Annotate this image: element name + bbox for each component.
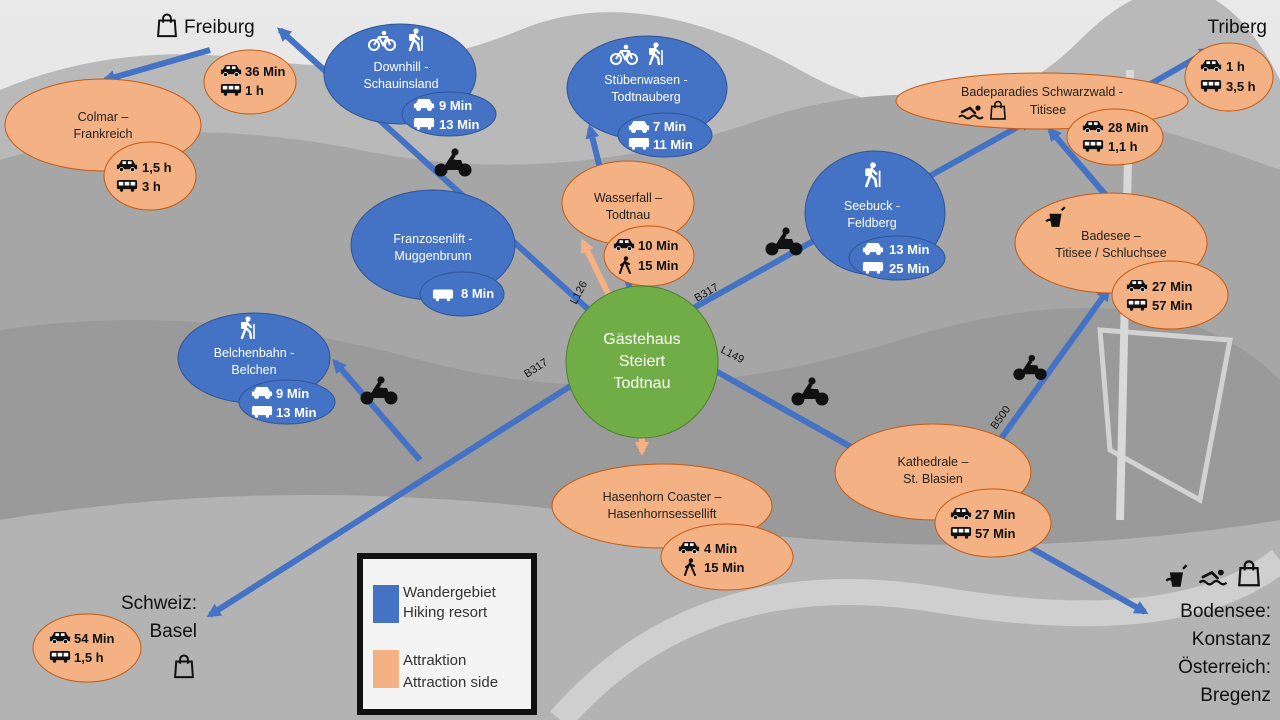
badeparadies-car-time: 28 Min (1108, 120, 1149, 135)
triberg-bus-time: 3,5 h (1226, 79, 1256, 94)
todtnauberg-name-1: Stübenwasen - (604, 73, 687, 87)
schauinsland-name-2: Schauinsland (363, 77, 438, 91)
freiburg-bus-time: 1 h (245, 83, 264, 98)
freiburg-times-bubble (204, 50, 296, 114)
muggenbrunn-name-1: Franzosenlift - (393, 232, 472, 246)
belchen-name-2: Belchen (231, 363, 276, 377)
hub-name-3: Todtnau (614, 375, 671, 392)
city-label-schweiz: Schweiz: (121, 593, 197, 614)
todtnauberg-name-2: Todtnauberg (611, 90, 681, 104)
legend-swatch-attraction (373, 650, 399, 688)
badesee-name-2: Titisee / Schluchsee (1055, 246, 1166, 260)
city-label-oesterreich: Österreich: (1178, 657, 1271, 678)
legend-attraction-de: Attraktion (403, 652, 466, 669)
blasien-name-1: Kathedrale – (898, 455, 969, 469)
badesee-bus-time: 57 Min (1152, 298, 1193, 313)
hub-name-2: Steiert (619, 353, 666, 370)
city-label-bodensee: Bodensee: (1180, 601, 1271, 622)
freiburg-car-time: 36 Min (245, 64, 286, 79)
basel-car-time: 54 Min (74, 631, 115, 646)
badeparadies-name-2: Titisee (1030, 103, 1066, 117)
hub-guesthouse[interactable]: Gästehaus Steiert Todtnau (566, 286, 718, 438)
badeparadies-name-1: Badeparadies Schwarzwald - (961, 85, 1123, 99)
badesee-car-time: 27 Min (1152, 279, 1193, 294)
schauinsland-bus-time: 13 Min (439, 117, 480, 132)
muggenbrunn-name-2: Muggenbrunn (394, 249, 471, 263)
legend-hiking-en: Hiking resort (403, 604, 488, 621)
hasenhorn-car-time: 4 Min (704, 541, 737, 556)
triberg-car-time: 1 h (1226, 59, 1245, 74)
schauinsland-name-1: Downhill - (374, 60, 429, 74)
belchen-car-time: 9 Min (276, 386, 309, 401)
blasien-bus-time: 57 Min (975, 526, 1016, 541)
city-label-freiburg: Freiburg (184, 17, 255, 38)
feldberg-car-time: 13 Min (889, 242, 930, 257)
todtnauberg-bus-time: 11 Min (653, 137, 693, 152)
city-label-basel: Basel (149, 621, 197, 642)
colmar-bus-time: 3 h (142, 179, 161, 194)
city-label-triberg: Triberg (1208, 17, 1267, 38)
feldberg-name-2: Feldberg (847, 216, 896, 230)
belchen-name-1: Belchenbahn - (214, 346, 295, 360)
triberg-times-bubble (1185, 43, 1273, 111)
feldberg-bus-time: 25 Min (889, 261, 930, 276)
hasenhorn-name-1: Hasenhorn Coaster – (603, 490, 722, 504)
wasserfall-walk-time: 15 Min (638, 258, 679, 273)
basel-times-bubble (33, 614, 141, 682)
muggenbrunn-bus-time: 8 Min (461, 286, 494, 301)
hub-name-1: Gästehaus (603, 331, 680, 348)
badeparadies-bus-time: 1,1 h (1108, 139, 1138, 154)
wasserfall-car-time: 10 Min (638, 238, 679, 253)
legend-attraction-en: Attraction side (403, 674, 498, 691)
colmar-name-1: Colmar – (78, 110, 129, 124)
todtnauberg-car-time: 7 Min (653, 119, 686, 134)
city-label-bregenz: Bregenz (1200, 685, 1271, 706)
belchen-bus-time: 13 Min (276, 405, 317, 420)
hasenhorn-walk-time: 15 Min (704, 560, 745, 575)
legend-hiking-de: Wandergebiet (403, 584, 497, 601)
feldberg-name-1: Seebuck - (844, 199, 900, 213)
hasenhorn-name-2: Hasenhornsessellift (607, 507, 717, 521)
blasien-car-time: 27 Min (975, 507, 1016, 522)
legend: Wandergebiet Hiking resort Attraktion At… (360, 556, 534, 712)
colmar-car-time: 1,5 h (142, 160, 172, 175)
city-label-konstanz: Konstanz (1192, 629, 1271, 650)
schauinsland-car-time: 9 Min (439, 98, 472, 113)
blasien-name-2: St. Blasien (903, 472, 963, 486)
colmar-name-2: Frankreich (73, 127, 132, 141)
wasserfall-name-1: Wasserfall – (594, 191, 662, 205)
wasserfall-name-2: Todtnau (606, 208, 651, 222)
basel-bus-time: 1,5 h (74, 650, 104, 665)
badesee-name-1: Badesee – (1081, 229, 1141, 243)
legend-swatch-hiking (373, 585, 399, 623)
